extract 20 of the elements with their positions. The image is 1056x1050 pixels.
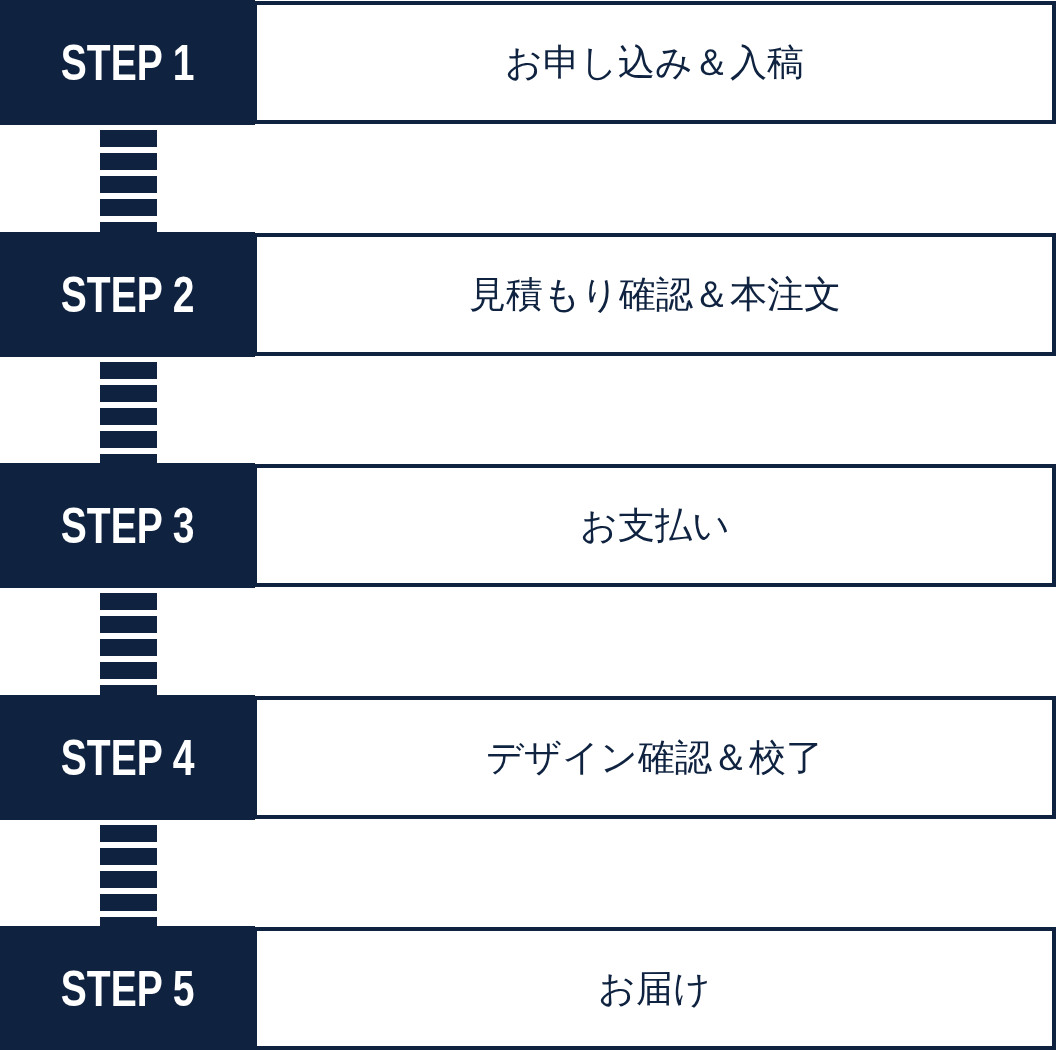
step-badge xyxy=(0,695,255,820)
step-title: お申し込み＆入稿 xyxy=(505,39,804,86)
step-box xyxy=(253,696,1056,819)
step-badge xyxy=(0,232,255,357)
step-box xyxy=(253,233,1056,356)
step-number: STEP 3 xyxy=(60,496,195,555)
step-title: 見積もり確認＆本注文 xyxy=(468,271,841,318)
step-number: STEP 2 xyxy=(60,265,195,324)
step-title: お支払い xyxy=(579,502,730,549)
step-number: STEP 5 xyxy=(60,959,195,1018)
step-box xyxy=(253,464,1056,587)
step-box xyxy=(253,1,1056,124)
step-title: お届け xyxy=(598,965,711,1012)
step-box xyxy=(253,927,1056,1050)
step-number: STEP 4 xyxy=(60,728,195,787)
step-number: STEP 1 xyxy=(60,33,195,92)
step-title: デザイン確認＆校了 xyxy=(486,734,823,781)
step-badge xyxy=(0,463,255,588)
step-badge xyxy=(0,0,255,125)
step-badge xyxy=(0,926,255,1050)
